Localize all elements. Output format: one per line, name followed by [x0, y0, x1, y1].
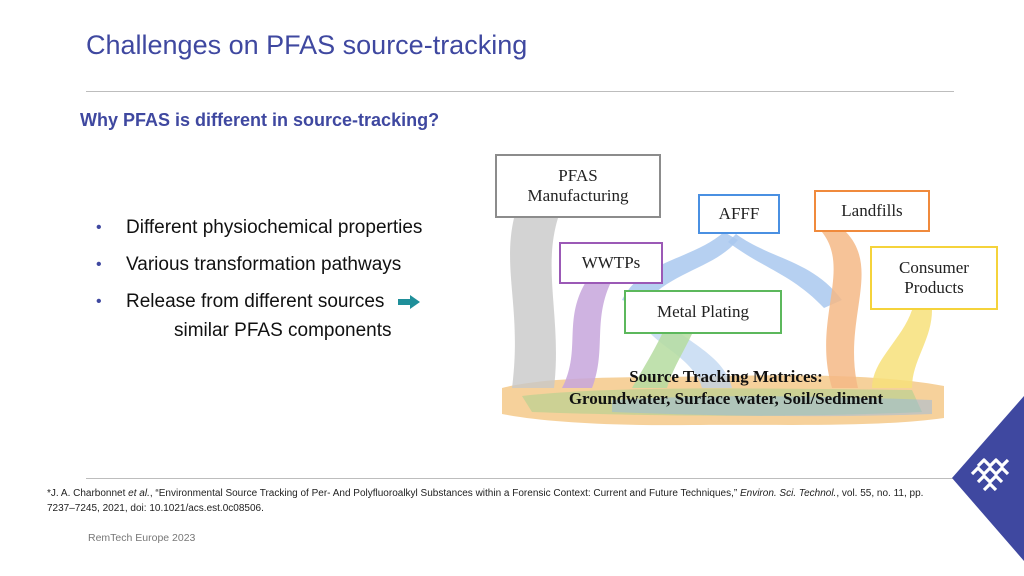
- footer-text: RemTech Europe 2023: [88, 532, 196, 544]
- box-metal-plating: Metal Plating: [624, 290, 782, 334]
- footnote-divider: [86, 478, 954, 479]
- brand-logo-icon: [950, 396, 1024, 561]
- matrices-line-2: Groundwater, Surface water, Soil/Sedimen…: [568, 389, 884, 409]
- bullet-continuation: similar PFAS components: [174, 320, 392, 341]
- footnote-suffix: , vol. 55, no. 11, pp. 7237–7245, 2021, …: [47, 488, 924, 514]
- bullet-item: • Different physiochemical properties: [96, 209, 496, 246]
- bullet-dot-icon: •: [96, 255, 102, 273]
- box-pfas-manufacturing: PFAS Manufacturing: [495, 154, 661, 218]
- bullet-text: Various transformation pathways: [126, 253, 402, 275]
- box-afff: AFFF: [698, 194, 780, 234]
- slide-subtitle: Why PFAS is different in source-tracking…: [80, 110, 440, 130]
- bullet-item: • Various transformation pathways: [96, 246, 496, 283]
- bullet-list: • Different physiochemical properties • …: [96, 209, 496, 320]
- matrices-label: Source Tracking Matrices: Groundwater, S…: [506, 366, 946, 410]
- slide-title: Challenges on PFAS source-tracking: [86, 30, 528, 60]
- bullet-text: Release from different sources: [126, 290, 385, 312]
- reference-footnote: *J. A. Charbonnet et al., “Environmental…: [47, 487, 947, 516]
- source-tracking-diagram: PFAS Manufacturing AFFF Landfills WWTPs …: [492, 150, 998, 430]
- footnote-etal: et al.: [128, 488, 150, 499]
- bullet-dot-icon: •: [96, 218, 102, 236]
- footnote-journal: Environ. Sci. Technol.: [739, 488, 837, 499]
- box-consumer-products: Consumer Products: [870, 246, 998, 310]
- box-landfills: Landfills: [814, 190, 930, 232]
- matrices-line-1: Source Tracking Matrices:: [629, 367, 823, 386]
- box-wwtps: WWTPs: [559, 242, 663, 284]
- right-arrow-icon: [398, 294, 421, 309]
- bullet-dot-icon: •: [96, 292, 102, 310]
- bullet-item: • Release from different sources: [96, 283, 496, 320]
- bullet-text: Different physiochemical properties: [126, 216, 423, 238]
- footnote-middle: , “Environmental Source Tracking of Per-…: [149, 488, 740, 499]
- title-divider: [86, 91, 954, 92]
- footnote-prefix: *J. A. Charbonnet: [47, 488, 129, 499]
